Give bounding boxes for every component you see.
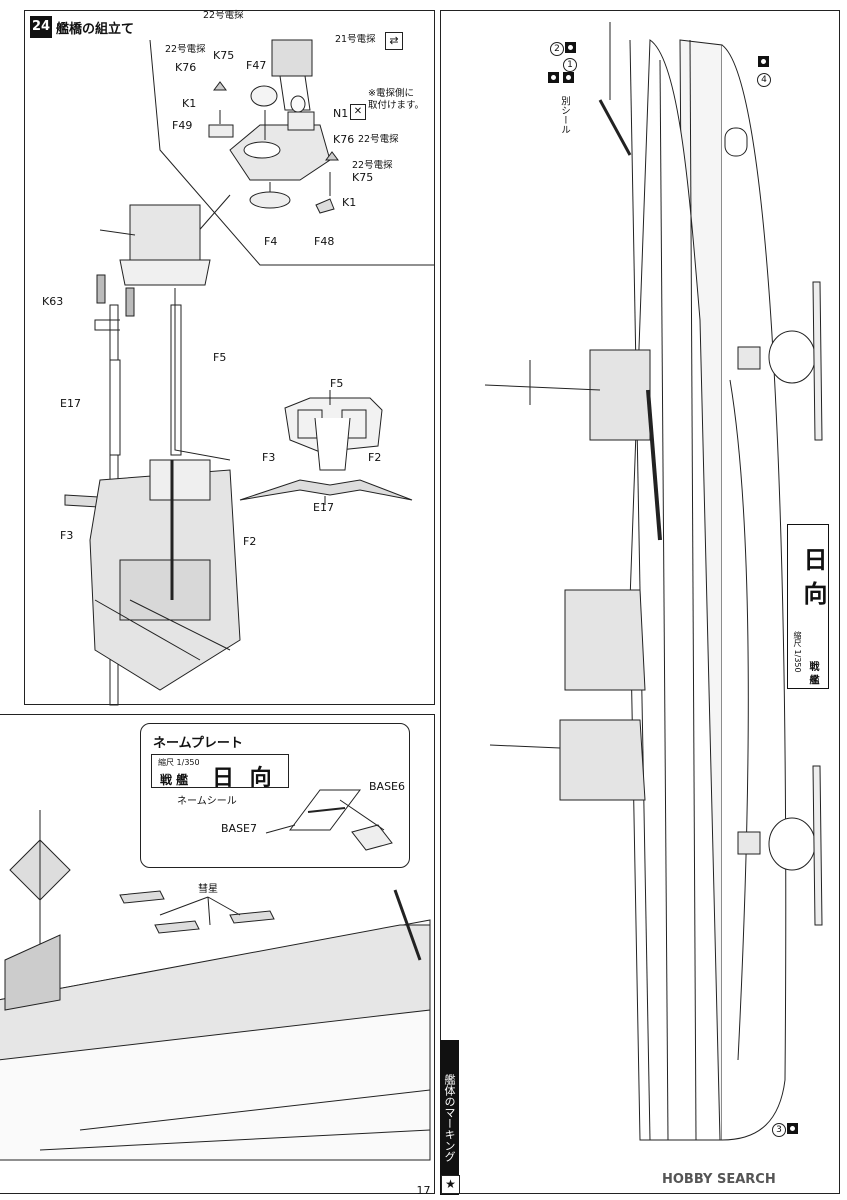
marking-num-1: 1 [563,58,577,72]
nameplate-panel [0,714,435,1194]
marking-plate-kind: 戦 艦 [807,661,818,685]
step-number: 24 [30,16,52,38]
label-F3-b: F3 [262,451,276,464]
label-K75-b: K75 [352,171,374,184]
label-F5-a: F5 [213,351,227,364]
decal-icon-2 [565,42,576,53]
label-N1: N1 [333,107,349,120]
marking-plate-name: 日向 [799,547,828,615]
label-radar22-c: 22号電探 [358,134,399,145]
label-K63: K63 [42,295,64,308]
mast-frame-detail [239,390,413,505]
label-F2-b: F2 [368,451,382,464]
aircraft-label: 彗星 [198,884,218,895]
marking-title-text: 艦体のマーキング [443,1073,456,1162]
base7-label: BASE7 [221,822,258,835]
label-F5-b: F5 [330,377,344,390]
bridge-tower-assembly [64,204,241,706]
seal-label: ネームシール [177,796,237,807]
detail-callout [149,39,435,266]
marking-num-4: 4 [757,73,771,87]
seal-note: 別シール [559,96,570,134]
decal-icon-1b [563,72,574,83]
step-24-panel [24,10,435,705]
note-n1: ※電探側に 取付けます。 [368,88,425,111]
label-radar22-a: 22号電探 [203,10,244,21]
label-F49: F49 [172,119,193,132]
plate-scale: 縮尺 1/350 [158,758,200,767]
decal-icon-3 [787,1123,798,1134]
marking-num-3: 3 [772,1123,786,1137]
page-number: 17 [416,1184,431,1197]
plate-name: 日 向 [212,765,276,791]
star-icon: ★ [441,1175,460,1194]
attach-icon: ✕ [350,104,366,120]
label-F48: F48 [314,235,335,248]
decal-icon-4 [758,56,769,67]
watermark: HOBBY SEARCH [662,1172,776,1187]
label-radar21: 21号電探 [335,34,376,45]
nameplate-base-parts [265,789,393,851]
label-K76-a: K76 [175,61,197,74]
marking-name-plate: 日向 縮尺 1/350 戦 艦 [787,524,829,689]
radar-platform-detail [208,39,339,214]
base6-label: BASE6 [369,780,406,793]
name-plate: 縮尺 1/350 戦 艦 日 向 [151,754,289,791]
label-K1-a: K1 [182,97,197,110]
ship-side-profile [484,22,823,1141]
label-radar22-b: 22号電探 [165,44,206,55]
plate-kind: 戦 艦 [160,773,189,787]
label-F47: F47 [246,59,267,72]
label-E17-b: E17 [313,501,334,514]
nameplate-box: ネームプレート 縮尺 1/350 戦 艦 日 向 ネームシール BASE6 BA… [140,723,410,868]
label-K1-b: K1 [342,196,357,209]
label-radar22-d: 22号電探 [352,160,393,171]
label-K76-b: K76 [333,133,355,146]
marking-panel [440,10,840,1194]
label-F3-a: F3 [60,529,74,542]
label-F2-a: F2 [243,535,257,548]
marking-plate-scale: 縮尺 1/350 [793,631,802,673]
flip-icon: ⇄ [385,32,403,50]
label-E17-a: E17 [60,397,81,410]
flight-deck-ship [0,810,431,1161]
nameplate-title: ネームプレート [153,736,243,751]
decal-icon-1a [548,72,559,83]
marking-num-2: 2 [550,42,564,56]
label-F4: F4 [264,235,278,248]
step-title: 艦橋の組立て [56,22,135,37]
label-K75-a: K75 [213,49,235,62]
marking-section-title: 艦体のマーキング [440,1040,459,1195]
